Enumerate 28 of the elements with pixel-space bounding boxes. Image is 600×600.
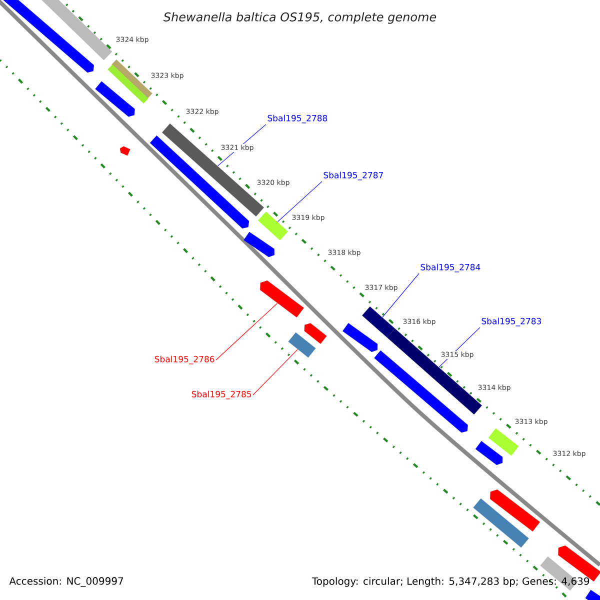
gene-feature (260, 280, 304, 318)
gene-feature (120, 146, 130, 156)
gene-feature (288, 332, 316, 358)
footer-text: Topology: circular; Length: 5,347,283 bp; Genes: 4,639 (312, 577, 590, 587)
gene-feature (304, 323, 327, 344)
footer-text: Accession: NC_009997 (9, 577, 124, 587)
gene-feature (475, 441, 503, 465)
leader-line (216, 302, 278, 360)
gene-label: Sbal195_2785 (192, 390, 252, 400)
gene-feature (3, 0, 94, 73)
title: Shewanella baltica OS195, complete genome (163, 12, 436, 24)
gene-label: Sbal195_2786 (154, 356, 214, 364)
leader-line (382, 273, 420, 318)
gene-feature (95, 81, 135, 117)
gene-feature (244, 232, 274, 258)
gene-label: Sbal195_2788 (268, 114, 328, 124)
gene-label: Sbal195_2783 (482, 318, 541, 326)
gene-feature (258, 212, 288, 240)
gene-label: Sbal195_2787 (324, 172, 383, 180)
gene-feature (362, 306, 395, 338)
gene-feature (488, 428, 519, 456)
gene-feature (473, 498, 529, 548)
gene-feature (342, 322, 378, 352)
gene-feature (490, 490, 540, 532)
gene-feature (585, 590, 600, 600)
leader-line (277, 181, 322, 222)
gene-label: Sbal195_2784 (420, 264, 480, 272)
leader-line (252, 349, 298, 396)
